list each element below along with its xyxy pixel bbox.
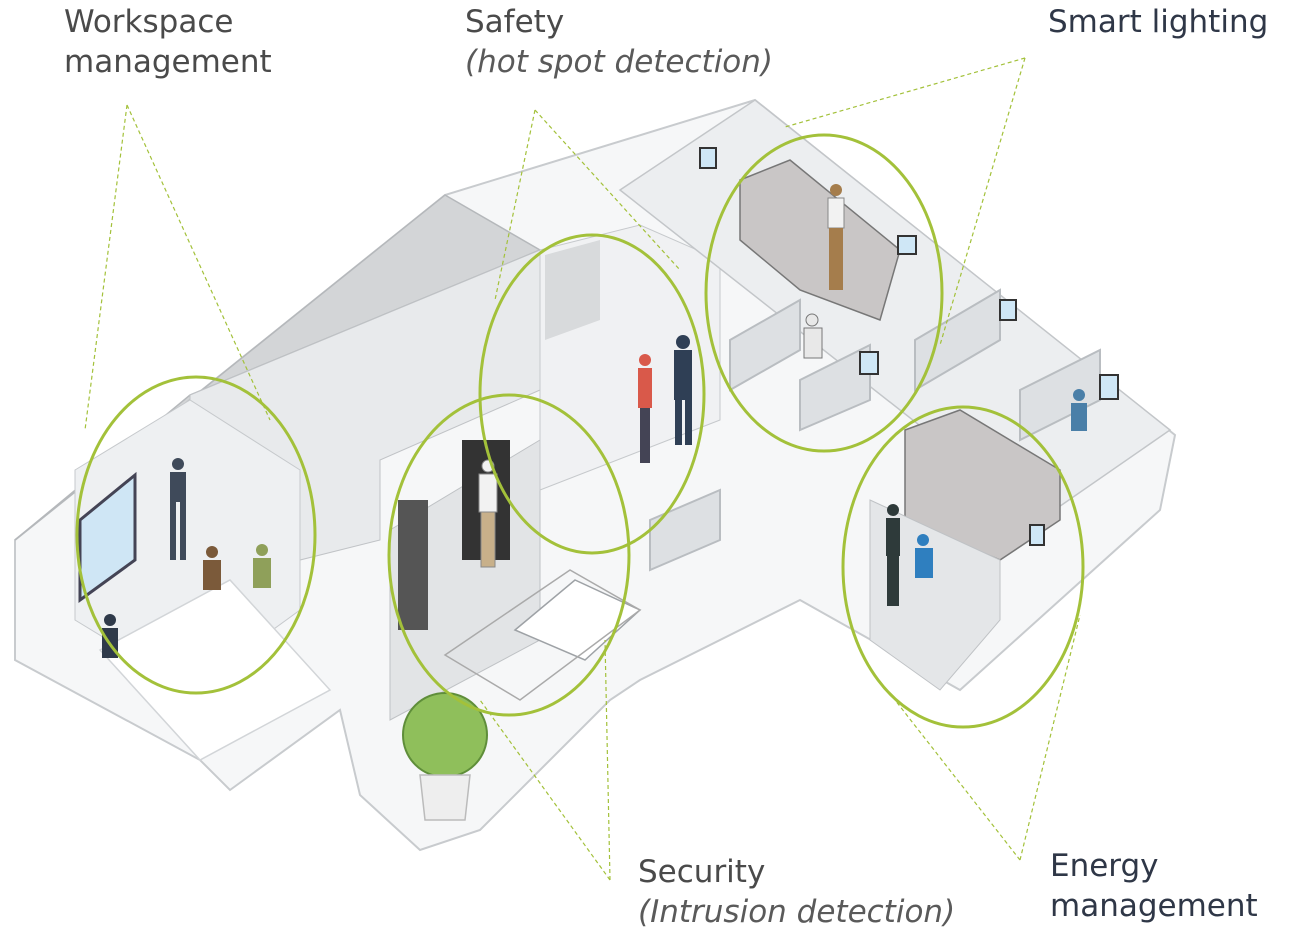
label-energy-line2: management <box>1050 888 1258 924</box>
zone-workspace <box>75 375 317 695</box>
label-energy-management: Energy management <box>1050 846 1258 926</box>
zone-energy <box>841 405 1085 729</box>
highlight-zones <box>75 133 1085 729</box>
label-security-title: Security <box>638 854 766 890</box>
label-energy-line1: Energy <box>1050 848 1159 884</box>
people <box>102 184 1087 658</box>
label-smart-lighting: Smart lighting <box>1048 2 1268 42</box>
label-security: Security (Intrusion detection) <box>638 852 955 932</box>
label-safety-title: Safety <box>465 4 565 40</box>
zone-security <box>387 393 631 717</box>
label-smart-lighting-title: Smart lighting <box>1048 4 1269 40</box>
leader-lines <box>84 57 1081 881</box>
label-workspace-line1: Workspace <box>64 4 234 40</box>
label-workspace-line2: management <box>64 44 272 80</box>
label-safety: Safety (hot spot detection) <box>465 2 773 82</box>
zone-smart-lighting <box>704 133 944 453</box>
label-security-subtitle: (Intrusion detection) <box>638 894 956 930</box>
label-workspace-management: Workspace management <box>64 2 272 82</box>
label-safety-subtitle: (hot spot detection) <box>465 44 774 80</box>
zone-safety <box>478 233 706 555</box>
building-floor <box>14 98 1177 852</box>
